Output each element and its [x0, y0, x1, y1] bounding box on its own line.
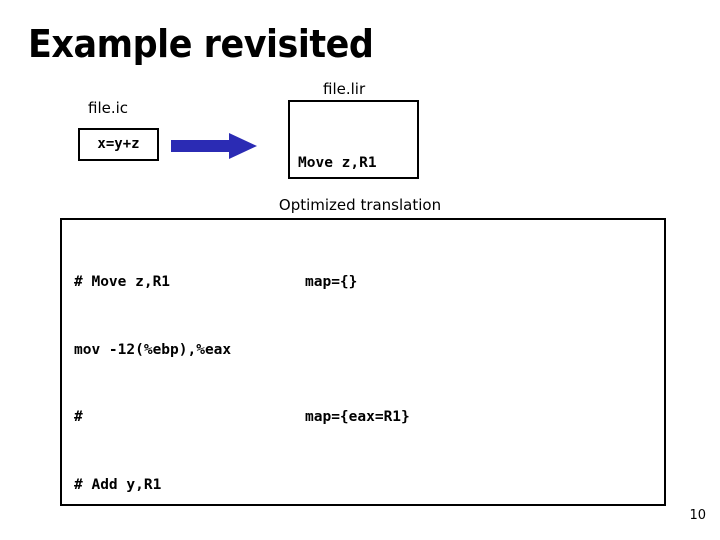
- target-file-label: file.lir: [323, 80, 366, 98]
- assembly-line: mov -12(%ebp),%eax: [74, 341, 232, 358]
- source-code-box: x=y+z: [78, 128, 159, 161]
- assembly-line: # Add y,R1: [74, 476, 162, 493]
- target-code-line: Move z,R1: [298, 155, 377, 171]
- target-code-box: Move z,R1 Add y,R1 Move R1,x: [288, 100, 419, 309]
- register-map-line: map={eax=R1}: [305, 409, 410, 425]
- page-title: Example revisited: [28, 22, 374, 66]
- right-arrow-icon: [171, 132, 257, 160]
- assembly-listing-column: # Move z,R1 mov -12(%ebp),%eax # # Add y…: [74, 226, 231, 540]
- source-file-label: file.ic: [88, 99, 129, 117]
- register-map-line: [305, 339, 558, 362]
- listing-box: # Move z,R1 mov -12(%ebp),%eax # # Add y…: [60, 218, 666, 506]
- register-map-line: map={}: [305, 274, 358, 290]
- assembly-line: # Move z,R1: [74, 274, 171, 290]
- register-map-column: map={} map={eax=R1} # use free register …: [305, 226, 558, 540]
- page-number: 10: [689, 508, 706, 523]
- assembly-line: #: [74, 409, 83, 425]
- register-map-line: [305, 474, 558, 497]
- optimized-translation-caption: Optimized translation: [278, 196, 442, 214]
